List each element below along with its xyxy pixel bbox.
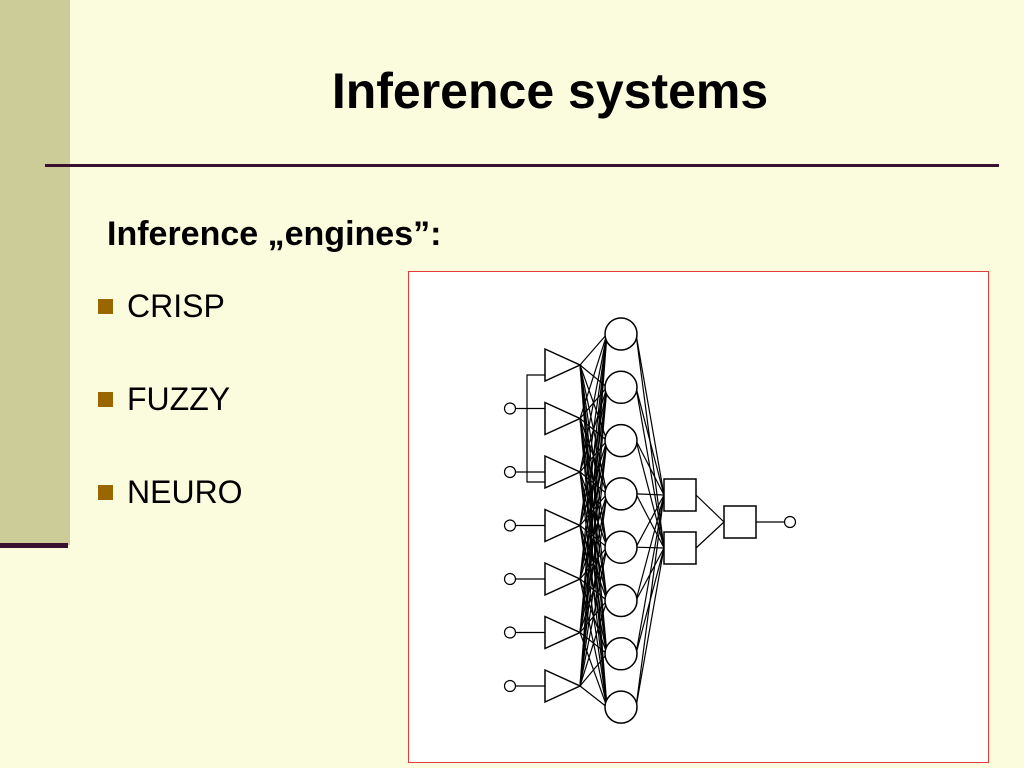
output-node xyxy=(723,505,757,539)
bullet-item-fuzzy: FUZZY xyxy=(98,376,243,422)
connection-line xyxy=(579,333,608,526)
slide-subtitle: Inference „engines”: xyxy=(107,215,442,253)
connection-line xyxy=(635,440,665,496)
hidden-neuron xyxy=(604,477,638,511)
hidden-neuron xyxy=(604,583,638,618)
connection-line xyxy=(635,333,665,496)
hidden-neuron xyxy=(604,423,638,458)
hidden-neuron xyxy=(604,637,638,671)
input-neuron xyxy=(544,454,582,490)
neural-network-diagram xyxy=(503,317,797,724)
input-terminal xyxy=(503,402,517,415)
input-neuron xyxy=(544,561,582,597)
hidden-neuron xyxy=(604,317,638,351)
input-neuron xyxy=(544,401,582,436)
connection-line xyxy=(579,333,608,580)
connection-line xyxy=(635,547,665,708)
bullet-item-neuro: NEURO xyxy=(98,469,243,515)
square-bullet-icon xyxy=(98,298,113,314)
title-divider xyxy=(45,164,999,167)
output-terminal xyxy=(783,515,797,529)
bullet-label: FUZZY xyxy=(127,380,231,417)
connection-line xyxy=(579,653,608,687)
connection-line xyxy=(579,387,608,687)
bullet-label: NEURO xyxy=(127,473,243,510)
connection-line xyxy=(635,494,665,548)
hidden-neuron xyxy=(604,530,638,564)
input-terminal xyxy=(503,519,517,532)
input-terminal xyxy=(503,626,517,639)
connection-line xyxy=(579,333,608,366)
connection-line xyxy=(635,493,665,496)
side-band xyxy=(0,0,70,545)
connection-line xyxy=(635,494,665,708)
connection-line xyxy=(579,685,608,708)
connection-line xyxy=(579,600,608,687)
connection-line xyxy=(579,333,608,419)
bullet-item-crisp: CRISP xyxy=(98,283,243,329)
connection-line xyxy=(635,494,665,601)
bullet-list: CRISP FUZZY NEURO xyxy=(98,283,243,562)
connection-line xyxy=(695,521,725,549)
connection-line xyxy=(579,493,608,687)
connection-line xyxy=(579,547,608,687)
connection-line xyxy=(579,333,608,687)
slide-title: Inference systems xyxy=(331,63,769,119)
input-terminal xyxy=(503,572,517,586)
connection-line xyxy=(579,440,608,687)
input-neuron xyxy=(544,668,582,704)
feedback-bracket xyxy=(526,374,545,483)
connection-line xyxy=(635,494,665,654)
bullet-label: CRISP xyxy=(127,287,225,324)
connection-line xyxy=(579,333,608,633)
square-bullet-icon xyxy=(98,484,113,500)
hidden-neuron xyxy=(604,690,638,724)
input-neuron xyxy=(544,508,582,543)
input-terminal xyxy=(503,679,517,693)
combiner-node xyxy=(663,531,697,565)
neural-network-figure xyxy=(408,271,989,763)
connection-line xyxy=(635,387,665,496)
input-terminal xyxy=(503,465,517,479)
side-band-accent xyxy=(0,543,68,548)
connection-line xyxy=(695,494,725,523)
square-bullet-icon xyxy=(98,391,113,407)
connection-line xyxy=(579,333,608,473)
hidden-neuron xyxy=(604,370,638,405)
input-neuron xyxy=(544,615,582,650)
combiner-node xyxy=(663,478,697,512)
input-neuron xyxy=(544,347,582,383)
